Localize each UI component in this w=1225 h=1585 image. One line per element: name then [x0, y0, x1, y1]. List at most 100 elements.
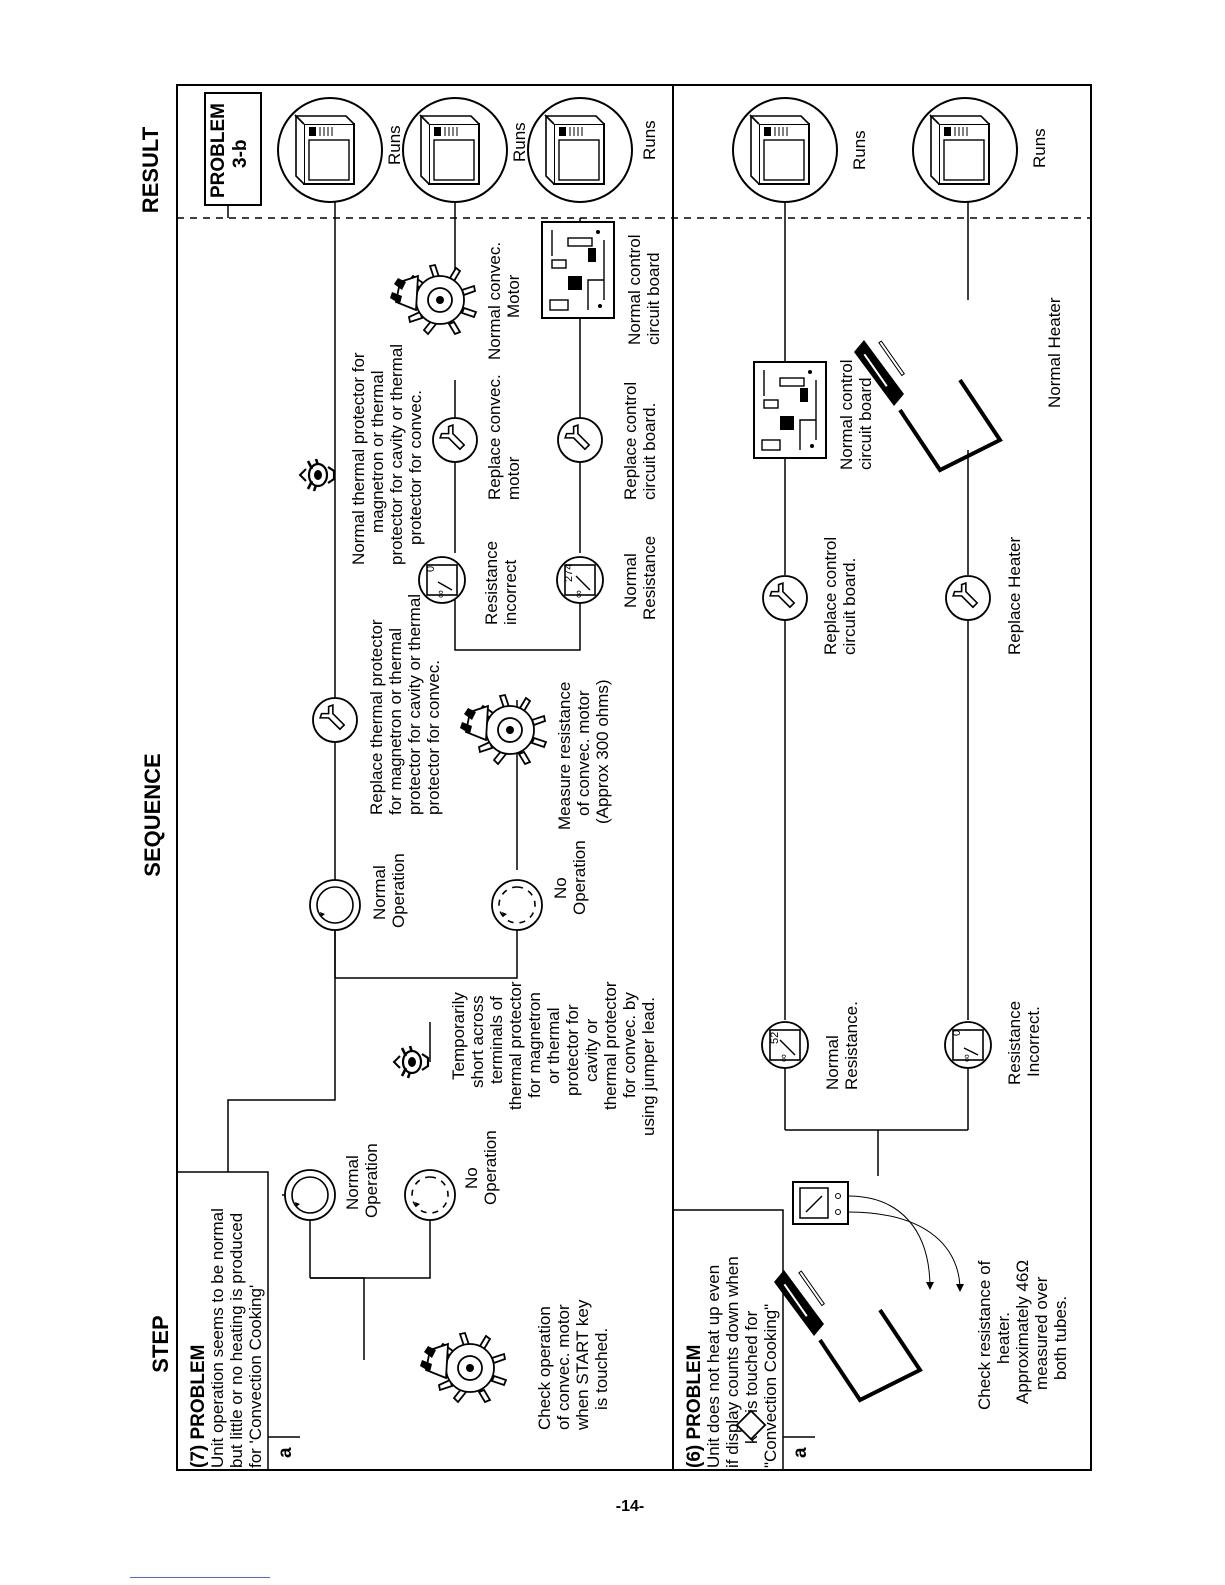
replace-motor-wrench-icon — [432, 417, 478, 463]
runs-label-2: Runs — [510, 122, 529, 162]
svg-text:circuit board: circuit board — [856, 377, 875, 470]
svg-text:of convec. motor: of convec. motor — [554, 1304, 573, 1430]
microwave-result-2-icon — [402, 97, 508, 203]
problem-ref-box — [204, 92, 262, 206]
svg-text:Temporarily: Temporarily — [449, 992, 468, 1080]
svg-text:protector for convec.: protector for convec. — [406, 390, 425, 545]
meter-normal-inf: ∞ — [573, 590, 585, 598]
problem6-incorrect-res-text: Resistance Incorrect. — [1005, 1001, 1043, 1085]
problem6-replace-board-text: Replace control circuit board. — [821, 537, 859, 655]
start-key-diamond-icon — [735, 1409, 767, 1441]
svg-text:protector for cavity or therma: protector for cavity or thermal — [387, 344, 406, 565]
svg-text:protector for convec.: protector for convec. — [424, 660, 443, 815]
replace-heater-wrench-icon — [945, 575, 991, 621]
problem6-control-board-icon — [753, 361, 827, 459]
meter-incorrect-inf: ∞ — [435, 590, 447, 598]
svg-text:Resistance: Resistance — [640, 536, 659, 620]
svg-text:(6) PROBLEM: (6) PROBLEM — [684, 1345, 705, 1469]
svg-text:Replace convec.: Replace convec. — [485, 374, 504, 500]
svg-text:Resistance: Resistance — [1005, 1001, 1024, 1085]
microwave-result-1-icon — [277, 97, 383, 203]
svg-text:Normal: Normal — [370, 865, 389, 920]
svg-text:Measure resistance: Measure resistance — [555, 682, 574, 830]
svg-text:but little or no heating is pr: but little or no heating is produced — [227, 1213, 246, 1468]
svg-text:or thermal: or thermal — [544, 1007, 563, 1084]
svg-text:Replace control: Replace control — [821, 537, 840, 655]
svg-text:Unit operation seems to be nor: Unit operation seems to be normal — [208, 1208, 227, 1468]
thermal-protector-2-icon — [298, 457, 336, 493]
replace-board-text: Replace control circuit board. — [621, 382, 659, 500]
svg-text:protector for: protector for — [563, 1004, 582, 1096]
problem6-normal-board-text: Normal control circuit board — [837, 359, 875, 470]
replace-motor-text: Replace convec. motor — [485, 374, 523, 500]
normal-thermal-text: Normal thermal protector for magnetron o… — [349, 344, 425, 565]
meter-52-inf: ∞ — [778, 1054, 790, 1062]
svg-text:3-b: 3-b — [230, 140, 251, 169]
svg-text:cavity or: cavity or — [582, 1018, 601, 1082]
svg-text:when START key: when START key — [573, 1299, 592, 1431]
svg-text:Operation: Operation — [389, 853, 408, 928]
svg-text:(Approx 300 ohms): (Approx 300 ohms) — [593, 679, 612, 824]
meter-52-needle — [779, 1039, 796, 1056]
svg-text:terminals of: terminals of — [487, 996, 506, 1084]
measure-resistance-text: Measure resistance of convec. motor (App… — [555, 679, 612, 830]
svg-text:Check operation: Check operation — [535, 1306, 554, 1430]
meter-normal-value: 274 — [563, 564, 575, 582]
svg-text:for magnetron or thermal: for magnetron or thermal — [386, 628, 405, 815]
svg-text:PROBLEM: PROBLEM — [208, 103, 229, 198]
step-box-7 — [177, 1171, 269, 1470]
svg-text:thermal protector: thermal protector — [601, 981, 620, 1110]
svg-text:is touched.: is touched. — [592, 1328, 611, 1410]
svg-text:both tubes.: both tubes. — [1051, 1296, 1070, 1380]
problem6-replace-board-wrench-icon — [762, 575, 808, 621]
svg-text:Approximately 46Ω: Approximately 46Ω — [1013, 1260, 1032, 1404]
svg-text:for convec. by: for convec. by — [620, 992, 639, 1098]
no-operation-2-icon — [491, 879, 543, 931]
svg-text:Operation: Operation — [570, 840, 589, 915]
check-operation-text: Check operation of convec. motor when ST… — [535, 1299, 611, 1431]
svg-text:"Convection Cooking": "Convection Cooking" — [761, 1304, 780, 1468]
runs-label-4: Runs — [850, 130, 869, 170]
normal-motor-text: Normal convec. Motor — [485, 242, 523, 360]
normal-operation-2-text: Normal Operation — [370, 853, 408, 928]
meter-6-zero: 0 — [951, 1030, 963, 1036]
replace-thermal-wrench-icon — [312, 697, 358, 743]
page-number: -14- — [615, 1498, 645, 1515]
header-step: STEP — [148, 1315, 173, 1372]
svg-text:Unit does not heat up even: Unit does not heat up even — [704, 1265, 723, 1468]
svg-text:measured over: measured over — [1032, 1276, 1051, 1390]
thermal-protector-icon — [392, 1044, 430, 1080]
svg-text:key is touched for: key is touched for — [742, 1310, 761, 1444]
svg-text:of convec. motor: of convec. motor — [574, 690, 593, 816]
meter-6-needle — [963, 1047, 979, 1056]
normal-operation-2-icon — [309, 879, 361, 931]
replace-thermal-text: Replace thermal protector for magnetron … — [367, 594, 443, 815]
svg-text:magnetron or thermal: magnetron or thermal — [368, 370, 387, 533]
convec-motor-icon — [419, 1332, 507, 1403]
svg-text:circuit board.: circuit board. — [640, 403, 659, 500]
svg-text:Replace thermal protector: Replace thermal protector — [367, 619, 386, 815]
problem7-heading: (7) PROBLEM Unit operation seems to be n… — [188, 1208, 265, 1468]
svg-text:Motor: Motor — [504, 274, 523, 318]
heater-2-icon — [852, 338, 1002, 472]
resistance-incorrect-text: Resistance incorrect — [482, 541, 520, 625]
svg-text:protector for cavity or therma: protector for cavity or thermal — [405, 594, 424, 815]
meter-incorrect-zero: 0 — [425, 566, 437, 572]
svg-text:Normal control: Normal control — [837, 359, 856, 470]
header-result: RESULT — [138, 126, 163, 213]
svg-text:Normal convec.: Normal convec. — [485, 242, 504, 360]
svg-text:thermal protector: thermal protector — [506, 981, 525, 1110]
microwave-result-3-icon — [527, 97, 633, 203]
svg-text:if display counts down when: if display counts down when — [723, 1256, 742, 1468]
svg-text:short across: short across — [468, 995, 487, 1088]
heater-1-icon — [772, 1268, 922, 1402]
problem6-label-a: a — [790, 1447, 811, 1458]
normal-operation-icon — [284, 1169, 336, 1221]
svg-text:Check resistance of: Check resistance of — [975, 1260, 994, 1410]
replace-board-wrench-icon — [557, 417, 603, 463]
convec-motor-3-icon — [389, 264, 477, 335]
svg-text:Normal control: Normal control — [625, 234, 644, 345]
svg-text:Resistance.: Resistance. — [842, 1001, 861, 1090]
convec-motor-2-icon — [459, 694, 547, 765]
